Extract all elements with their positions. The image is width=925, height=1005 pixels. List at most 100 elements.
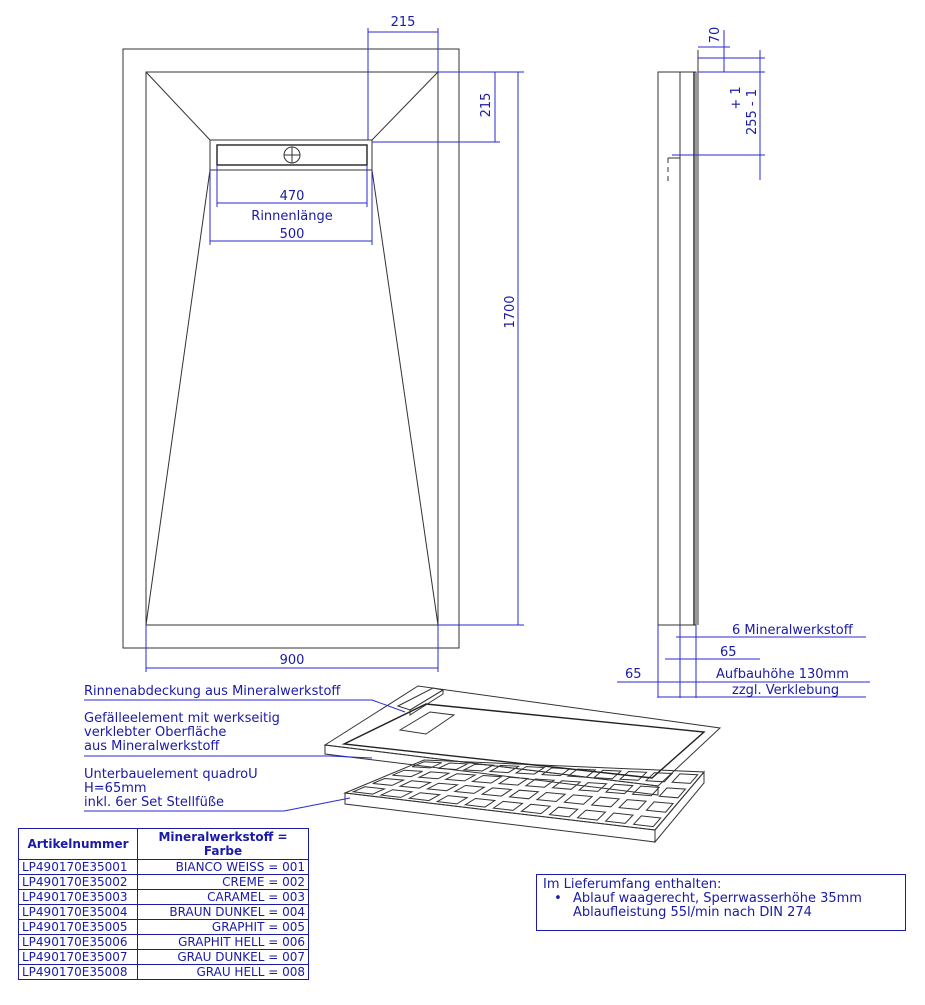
grid-cell bbox=[658, 787, 687, 799]
dim-70: 70 bbox=[708, 27, 723, 44]
dim-65-lower: 65 bbox=[625, 667, 642, 682]
grid-cell bbox=[576, 809, 607, 821]
grid-cell bbox=[398, 780, 433, 789]
grid-cell bbox=[462, 763, 495, 772]
grid-cell bbox=[425, 782, 460, 792]
color-code: GRAU DUNKEL = 007 bbox=[137, 949, 309, 965]
grid-cell bbox=[604, 783, 634, 795]
grid-cell bbox=[453, 784, 486, 794]
drain-crosshair-icon bbox=[283, 146, 301, 164]
side-body bbox=[657, 71, 697, 626]
color-code: BRAUN DUNKEL = 004 bbox=[137, 904, 309, 920]
side-view: 70 + 1 255 - 1 6 Mineralwerkstoff 65 65 … bbox=[617, 27, 870, 698]
grid-cell bbox=[577, 782, 608, 792]
grid-cell bbox=[632, 815, 662, 828]
article-number: LP490170E35001 bbox=[18, 859, 138, 875]
bullet-spacer bbox=[543, 906, 573, 920]
grid-cell bbox=[480, 787, 513, 797]
scope-item: • Ablauf waagerecht, Sperrwasserhöhe 35m… bbox=[543, 892, 899, 906]
bullet-icon: • bbox=[554, 891, 562, 906]
dim-470: 470 bbox=[280, 189, 305, 204]
color-code: CREME = 002 bbox=[137, 874, 309, 890]
dim-900: 900 bbox=[280, 653, 305, 668]
grid-cell bbox=[411, 761, 443, 769]
grid-cell bbox=[514, 766, 546, 775]
grid-cell bbox=[392, 769, 423, 778]
grid-cell bbox=[535, 791, 567, 803]
gutter-length-label: Rinnenlänge bbox=[251, 209, 332, 224]
cover-piece bbox=[396, 687, 445, 716]
color-code: GRAPHIT HELL = 006 bbox=[137, 934, 309, 950]
grid-cell bbox=[548, 806, 579, 818]
grid-cell bbox=[435, 795, 469, 805]
slope-element bbox=[323, 685, 722, 796]
grid-cell bbox=[470, 774, 503, 784]
dim-215-top: 215 bbox=[391, 15, 416, 30]
article-number: LP490170E35004 bbox=[18, 904, 138, 920]
article-number: LP490170E35003 bbox=[18, 889, 138, 905]
callout-base-2: H=65mm bbox=[84, 781, 147, 796]
grid-cell bbox=[644, 772, 674, 783]
grid-cell bbox=[563, 794, 594, 805]
dim-material-thickness: 6 Mineralwerkstoff bbox=[732, 623, 854, 638]
grid-cell bbox=[488, 764, 521, 774]
grid-cell bbox=[617, 799, 648, 811]
dim-65-upper: 65 bbox=[720, 645, 737, 660]
grid-cell bbox=[631, 785, 661, 797]
scope-line-2: Ablaufleistung 55l/min nach DIN 274 bbox=[573, 905, 812, 920]
grid-cell bbox=[444, 773, 477, 782]
article-number: LP490170E35006 bbox=[18, 934, 138, 950]
header-article: Artikelnummer bbox=[18, 828, 138, 860]
adhesive-note: zzgl. Verklebung bbox=[732, 683, 839, 698]
dim-500: 500 bbox=[280, 227, 305, 242]
dim-1700: 1700 bbox=[503, 295, 518, 328]
header-material: Mineralwerkstoff = Farbe bbox=[137, 828, 309, 860]
callout-slope-3: aus Mineralwerkstoff bbox=[84, 739, 220, 754]
color-code: GRAPHIT = 005 bbox=[137, 919, 309, 935]
grid-cell bbox=[417, 771, 451, 780]
grid-cell bbox=[590, 796, 621, 808]
exploded-view: Rinnenabdeckung aus Mineralwerkstoff Gef… bbox=[84, 684, 722, 844]
color-code: GRAU HELL = 008 bbox=[137, 964, 309, 980]
article-number: LP490170E35005 bbox=[18, 919, 138, 935]
build-height-label: Aufbauhöhe 130mm bbox=[716, 667, 849, 682]
callout-slope-2: verklebter Oberfläche bbox=[84, 725, 226, 740]
article-number: LP490170E35007 bbox=[18, 949, 138, 965]
gutter-outline bbox=[209, 139, 373, 171]
callout-slope-1: Gefälleelement mit werkseitig bbox=[84, 711, 280, 726]
article-number: LP490170E35008 bbox=[18, 964, 138, 980]
article-number: LP490170E35002 bbox=[18, 874, 138, 890]
dim-255: 255 - 1 bbox=[745, 89, 760, 135]
scope-of-delivery-box: Im Lieferumfang enthalten: • Ablauf waag… bbox=[536, 874, 906, 931]
color-code: CARAMEL = 003 bbox=[137, 889, 309, 905]
callout-cover: Rinnenabdeckung aus Mineralwerkstoff bbox=[84, 684, 341, 699]
grid-cell bbox=[508, 789, 540, 800]
grid-cell bbox=[645, 801, 675, 813]
base-element bbox=[343, 759, 706, 844]
scope-line-1: Ablauf waagerecht, Sperrwasserhöhe 35mm bbox=[573, 891, 862, 906]
scope-item: Ablaufleistung 55l/min nach DIN 274 bbox=[543, 906, 899, 920]
grid-cell bbox=[407, 792, 442, 802]
callout-base-1: Unterbauelement quadroU bbox=[84, 767, 258, 782]
dim-215-side: 215 bbox=[479, 93, 494, 118]
grid-cell bbox=[351, 786, 387, 795]
tray-outer-outline bbox=[122, 48, 460, 649]
grid-cell bbox=[372, 777, 406, 786]
grid-cell bbox=[618, 770, 648, 781]
grid-cell bbox=[492, 800, 524, 811]
dim-tolerance: + 1 bbox=[729, 86, 744, 109]
top-view: 215 215 1700 470 Rinnenlänge 500 900 bbox=[122, 15, 524, 672]
scope-title: Im Lieferumfang enthalten: bbox=[543, 877, 722, 892]
article-table: Artikelnummer Mineralwerkstoff = Farbe L… bbox=[18, 828, 309, 980]
gutter-cover bbox=[216, 144, 368, 166]
grid-cell bbox=[604, 812, 635, 824]
